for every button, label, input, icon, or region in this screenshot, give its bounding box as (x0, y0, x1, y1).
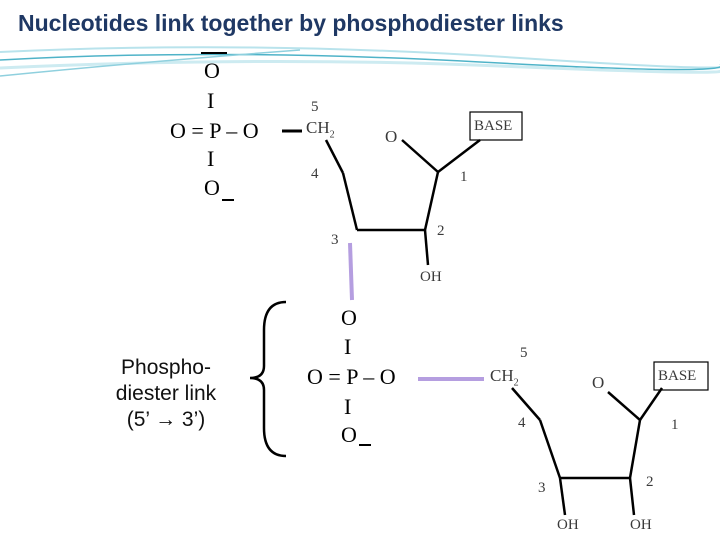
sugar-bottom-c4: 4 (518, 415, 526, 431)
side-label-line1: Phospho- (121, 356, 211, 379)
phosphate-top-row: O = P – O (170, 118, 259, 143)
sugar-bottom-base: BASE (658, 368, 697, 384)
sugar-top-c4: 4 (311, 166, 319, 182)
sugar-top-ch2: CH2 (306, 118, 335, 141)
sugar-bottom-oh2: OH (630, 517, 652, 533)
base-box-top (469, 111, 523, 141)
phosphodiester-bond-vertical (348, 242, 354, 301)
sugar-top-c5: 5 (311, 99, 319, 115)
brace-symbol (249, 300, 287, 458)
sugar-bottom-c3: 3 (538, 480, 546, 496)
sugar-top-c3: 3 (331, 232, 339, 248)
sugar-top-oh: OH (420, 269, 442, 285)
sugar-top-c2: 2 (437, 223, 445, 239)
phosphate-top-o-upper: O (204, 58, 220, 83)
base-box-bottom (653, 361, 709, 391)
sugar-ring-top (324, 139, 481, 266)
header-swoosh-decoration (0, 46, 720, 77)
phosphate-bottom-bar-upper: I (344, 334, 352, 359)
phosphate-bottom-o-lower: O (341, 422, 357, 447)
phosphodiester-link-label: Phospho- diester link (5’ → 3’) (96, 355, 236, 433)
phosphate-bottom-bar-lower: I (344, 394, 352, 419)
sugar-bottom-c1: 1 (671, 417, 679, 433)
sugar-bottom-c2: 2 (646, 474, 654, 490)
phosphate-top-bar-lower: I (207, 146, 215, 171)
sugar-bottom-c5: 5 (520, 345, 528, 361)
sugar-top-base: BASE (474, 118, 513, 134)
side-label-line3: (5’ → 3’) (126, 408, 206, 431)
sugar-bottom-ch2: CH2 (490, 366, 519, 389)
sugar-top-c1: 1 (460, 169, 468, 185)
phosphate-top-bar-upper: I (207, 88, 215, 113)
phosphate-top-o-lower: O (204, 175, 220, 200)
sugar-top-ring-o: O (385, 127, 398, 146)
sugar-bottom-ring-o: O (592, 373, 605, 392)
page-title: Nucleotides link together by phosphodies… (18, 10, 564, 36)
phosphate-bottom-row: O = P – O (307, 364, 396, 389)
side-label-line2: diester link (115, 382, 217, 405)
phosphate-bottom-o-upper: O (341, 305, 357, 330)
sugar-bottom-oh3: OH (557, 517, 579, 533)
sugar-ring-bottom (511, 387, 664, 516)
